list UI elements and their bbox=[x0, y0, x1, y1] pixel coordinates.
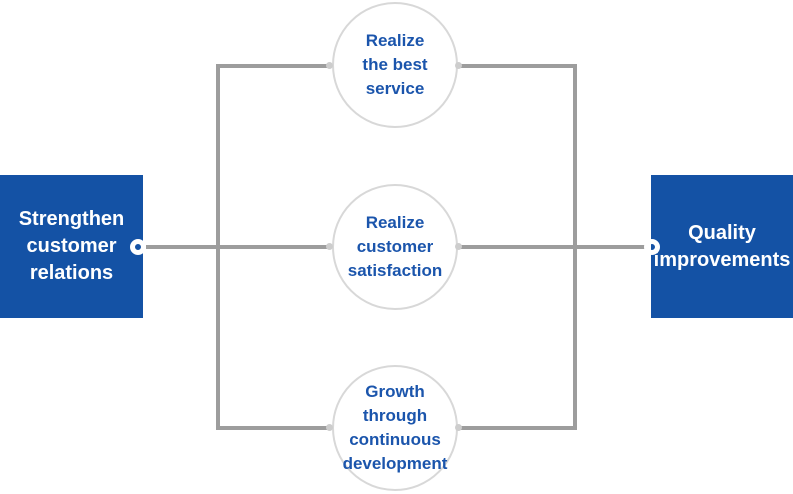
junction-dot-icon bbox=[455, 62, 462, 69]
ring-connector-icon bbox=[644, 239, 660, 255]
circle-best-service-label: Realize the best service bbox=[362, 31, 428, 98]
connector-top-left-segment bbox=[216, 64, 328, 68]
right-box-quality-improvements: Quality improvements bbox=[651, 175, 793, 318]
connector-middle-left-segment bbox=[146, 245, 328, 249]
junction-dot-icon bbox=[326, 424, 333, 431]
junction-dot-icon bbox=[326, 243, 333, 250]
circle-customer-satisfaction: Realize customer satisfaction bbox=[332, 184, 458, 310]
left-box-label: Strengthen customer relations bbox=[18, 208, 125, 284]
junction-dot-icon bbox=[326, 62, 333, 69]
junction-dot-icon bbox=[455, 424, 462, 431]
connector-bottom-left-segment bbox=[216, 426, 328, 430]
junction-dot-icon bbox=[455, 243, 462, 250]
circle-customer-satisfaction-label: Realize customer satisfaction bbox=[347, 213, 443, 280]
ring-connector-icon bbox=[130, 239, 146, 255]
connector-top-right-segment bbox=[460, 64, 577, 68]
right-box-label: Quality improvements bbox=[653, 221, 791, 271]
connector-middle-right-segment bbox=[460, 245, 645, 249]
circle-best-service: Realize the best service bbox=[332, 2, 458, 128]
circle-continuous-development-label: Growth through continuous development bbox=[342, 382, 448, 473]
connector-bottom-right-segment bbox=[460, 426, 577, 430]
left-box-strengthen-customer-relations: Strengthen customer relations bbox=[0, 175, 143, 318]
circle-continuous-development: Growth through continuous development bbox=[332, 365, 458, 491]
